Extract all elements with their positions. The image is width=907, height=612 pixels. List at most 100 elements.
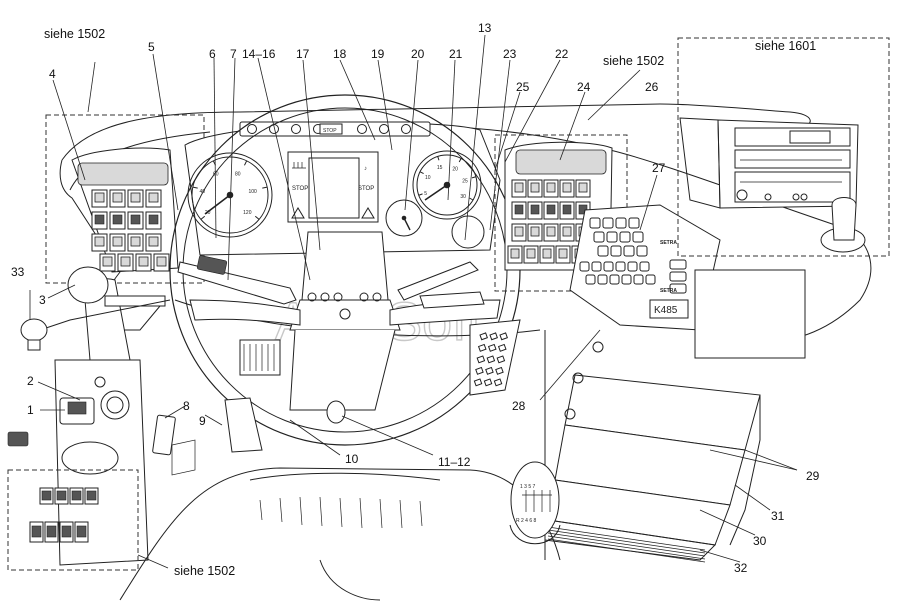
warning-triangle-icon-right xyxy=(361,207,375,219)
accelerator-grip xyxy=(479,332,488,341)
right-small-gauge xyxy=(451,215,485,249)
callout-13: 13 xyxy=(478,21,492,35)
bottom-switch-face xyxy=(31,525,42,538)
music-note-icon: ♪ xyxy=(364,166,367,172)
pad-button xyxy=(627,261,638,272)
speedometer-tick-label: 60 xyxy=(213,172,219,178)
left-switch-face xyxy=(130,192,141,203)
left-switch-face xyxy=(94,214,105,225)
accelerator-grip xyxy=(473,378,483,387)
left-switch-face xyxy=(148,214,159,225)
reference-notes: siehe 1502 siehe 1502 siehe 1601 siehe 1… xyxy=(44,27,816,578)
callout-14-16: 14–16 xyxy=(242,47,276,61)
parking-brake-knob xyxy=(67,266,109,304)
gear-pattern-bottom: R 2 4 6 8 xyxy=(516,518,537,524)
tachometer-tick-label: 25 xyxy=(462,178,468,184)
speedometer-tick-label: 80 xyxy=(235,172,241,178)
left-switch-face xyxy=(112,214,123,225)
warning-triangle-icon-left xyxy=(291,207,305,219)
left-switch-face xyxy=(120,256,131,267)
speedometer-tick xyxy=(262,186,268,189)
right-switch-face xyxy=(514,182,524,193)
accelerator-grip xyxy=(493,378,503,387)
bottom-switch-face xyxy=(76,525,87,538)
hub-button xyxy=(320,292,330,302)
callout-5: 5 xyxy=(148,40,155,54)
right-vent xyxy=(515,149,607,175)
right-switch-face xyxy=(546,226,556,237)
tachometer xyxy=(412,150,482,220)
stop-label-right: STOP xyxy=(358,186,374,192)
right-stalk xyxy=(397,261,485,309)
gear-pattern-top: 1 3 5 7 xyxy=(520,484,536,490)
pad-button xyxy=(593,231,605,243)
callout-2: 2 xyxy=(27,374,34,388)
right-switch-face xyxy=(530,204,540,215)
left-switch-face xyxy=(112,236,123,247)
speedometer xyxy=(187,152,273,238)
right-panel-screen xyxy=(694,269,806,359)
console-grille-line xyxy=(547,529,706,554)
ref-top-right: siehe 1601 xyxy=(755,39,816,53)
callout-11-12: 11–12 xyxy=(438,455,471,469)
bottom-switch-face xyxy=(46,525,57,538)
pad-button xyxy=(610,245,622,257)
tachometer-tick-label: 15 xyxy=(437,165,443,171)
left-switch-face xyxy=(130,236,141,247)
right-switch-face xyxy=(514,204,524,215)
steering-column-knob xyxy=(326,400,346,424)
pad-button xyxy=(589,217,601,229)
callout-21: 21 xyxy=(449,47,463,61)
callout-22: 22 xyxy=(555,47,569,61)
pad-button xyxy=(615,217,627,229)
steering-wheel xyxy=(169,94,521,446)
pad-button xyxy=(597,245,609,257)
indicator-lamp xyxy=(401,124,411,134)
callout-labels: 1 2 3 4 5 6 7 8 9 10 11–12 13 14–16 17 1… xyxy=(11,21,820,575)
callout-25: 25 xyxy=(516,80,530,94)
brake-pedal xyxy=(224,397,263,453)
pad-button xyxy=(591,261,602,272)
pad-button xyxy=(597,274,608,285)
tachometer-tick xyxy=(458,158,462,163)
callout-1: 1 xyxy=(27,403,34,417)
callout-33: 33 xyxy=(11,265,25,279)
ref-top-left: siehe 1502 xyxy=(44,27,105,41)
indicator-lamp xyxy=(291,124,301,134)
pad-button xyxy=(669,259,687,270)
radio-unit xyxy=(679,117,859,209)
speedometer-tick-label: 40 xyxy=(200,189,206,195)
radio-region-frame xyxy=(677,37,890,257)
indicator-lamp xyxy=(357,124,367,134)
gear-shift: 1 3 5 7 R 2 4 6 8 xyxy=(509,461,561,545)
callout-10: 10 xyxy=(345,452,359,466)
brand-label-b: SETRA xyxy=(660,288,677,294)
tachometer-tick-label: 20 xyxy=(452,166,458,172)
code-display-text: K485 xyxy=(654,305,678,316)
callout-20: 20 xyxy=(411,47,425,61)
right-switch-face xyxy=(578,182,588,193)
pad-button xyxy=(669,283,687,294)
callout-26: 26 xyxy=(645,80,659,94)
pad-button xyxy=(585,274,596,285)
left-stalk xyxy=(177,255,297,305)
hub-button xyxy=(307,292,317,302)
accelerator-pedal xyxy=(469,319,521,396)
callout-9: 9 xyxy=(199,414,206,428)
left-switch-face xyxy=(94,236,105,247)
code-display xyxy=(649,299,689,319)
right-switch-face xyxy=(530,182,540,193)
callout-6: 6 xyxy=(209,47,216,61)
leader-lines xyxy=(29,34,798,569)
right-switch-face xyxy=(530,226,540,237)
bottom-left-switch-region-frame xyxy=(7,469,139,571)
left-console xyxy=(39,266,196,566)
callout-19: 19 xyxy=(371,47,385,61)
pad-button xyxy=(669,271,687,282)
callout-24: 24 xyxy=(577,80,591,94)
console-grille-line xyxy=(547,535,706,560)
right-switch-face xyxy=(546,204,556,215)
left-switch-face xyxy=(94,192,105,203)
left-vent xyxy=(77,162,169,186)
tachometer-tick-label: 10 xyxy=(425,175,431,181)
